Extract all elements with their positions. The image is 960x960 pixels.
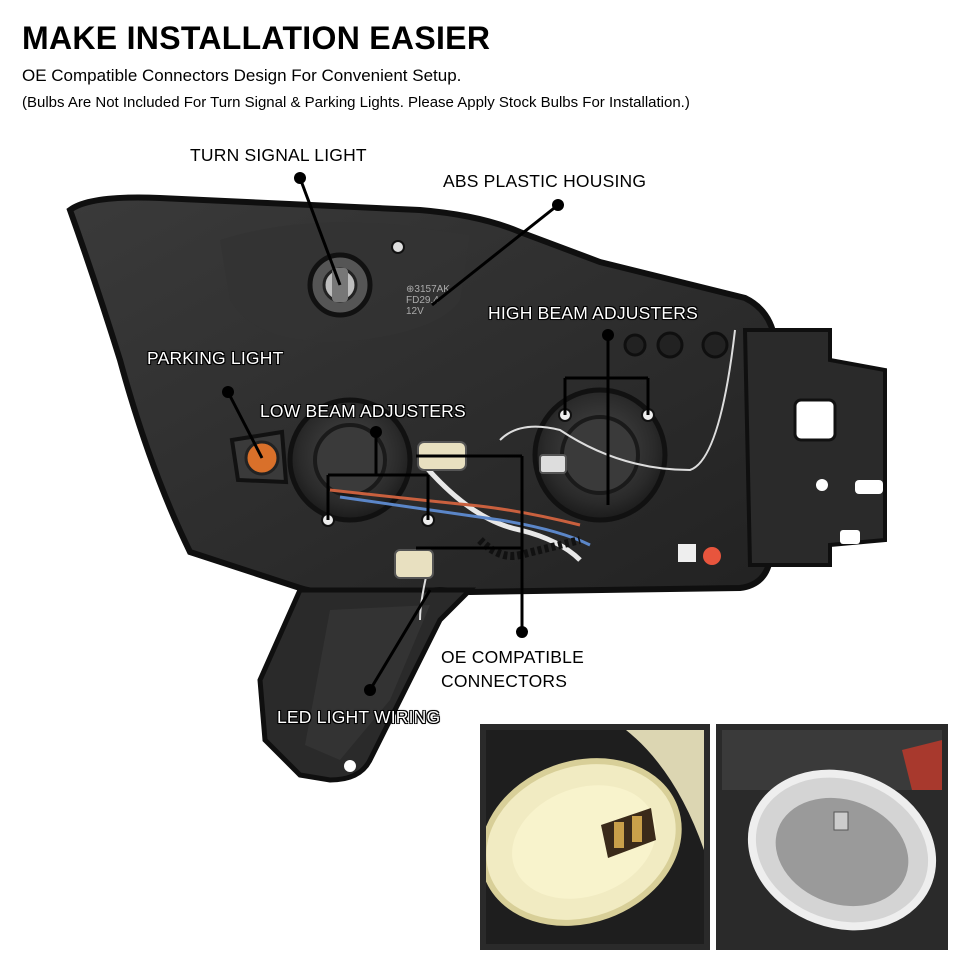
inset-connector-cream [480, 724, 710, 950]
inset-connector-grey [716, 724, 948, 950]
callout-dot-icon [364, 684, 376, 696]
label-led-light-wiring: LED LIGHT WIRING [277, 707, 441, 727]
callout-dot-icon [516, 626, 528, 638]
label-low-beam-adjusters: LOW BEAM ADJUSTERS [260, 401, 466, 421]
subtitle: OE Compatible Connectors Design For Conv… [22, 66, 462, 85]
connector-plug [394, 549, 434, 579]
label-abs-plastic-housing: ABS PLASTIC HOUSING [443, 171, 647, 191]
label-connectors: CONNECTORS [441, 671, 568, 691]
label-parking-light: PARKING LIGHT [147, 348, 284, 368]
bracket-hole [816, 479, 828, 491]
callout-dot-icon [294, 172, 306, 184]
svg-text:12V: 12V [406, 306, 424, 317]
connector-plug [539, 454, 567, 474]
callout-dot-icon [552, 199, 564, 211]
svg-text:FD29.4: FD29.4 [406, 295, 439, 306]
bracket-hole [344, 760, 356, 772]
wire-harness [418, 458, 582, 562]
grey-connector-photo [722, 730, 942, 944]
mount-bracket-right [742, 328, 887, 567]
cream-connector-photo [486, 730, 704, 944]
label-turn-signal-light: TURN SIGNAL LIGHT [190, 145, 367, 165]
bracket-slot [840, 530, 860, 544]
label-oe-compatible: OE COMPATIBLE [441, 647, 584, 667]
svg-text:⊕3157AK: ⊕3157AK [406, 284, 450, 295]
bracket-slot [793, 398, 837, 442]
callout-dot-icon [602, 329, 614, 341]
page-title: MAKE INSTALLATION EASIER [22, 20, 491, 56]
callout-dot-icon [370, 426, 382, 438]
bracket-slot [855, 480, 883, 494]
bulb-note: (Bulbs Are Not Included For Turn Signal … [22, 94, 690, 111]
label-high-beam-adjusters: HIGH BEAM ADJUSTERS [488, 303, 698, 323]
ce-sticker [703, 547, 721, 565]
callout-dot-icon [222, 386, 234, 398]
